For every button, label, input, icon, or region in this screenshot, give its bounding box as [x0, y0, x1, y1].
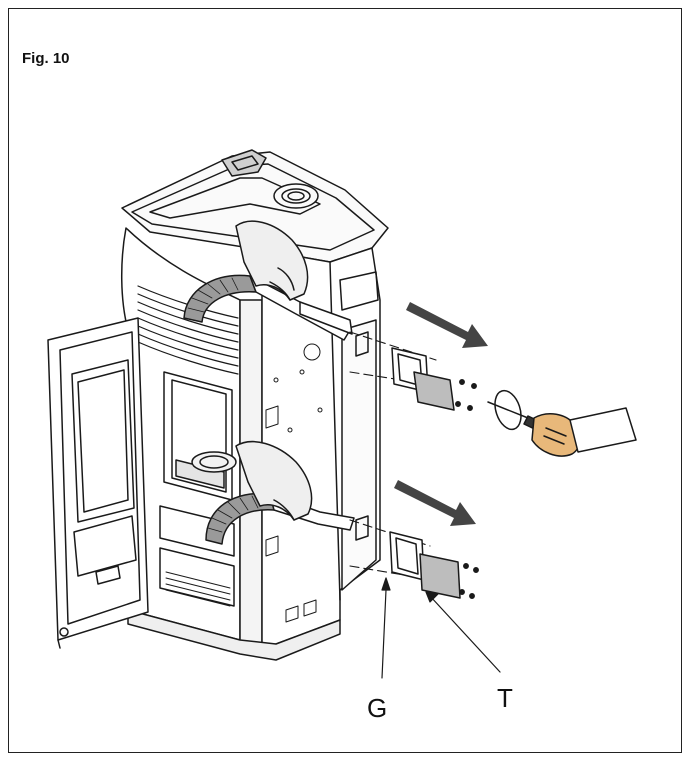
lower-grille	[165, 571, 231, 607]
leader-g	[381, 577, 391, 679]
gasket-lower	[389, 531, 425, 581]
inspection-cover-upper	[413, 371, 455, 411]
screws-lower	[459, 563, 479, 599]
callout-label-g: G	[367, 693, 388, 723]
arrow-lower-icon	[394, 480, 476, 526]
figure-frame	[8, 8, 682, 753]
figure-title: Fig. 10	[22, 50, 70, 67]
leader-t	[425, 591, 501, 673]
hand-lower	[235, 440, 313, 521]
arrow-upper-icon	[406, 302, 488, 348]
hand-screwdriver-icon	[531, 407, 637, 457]
open-door	[47, 317, 149, 649]
inspection-cover-lower	[419, 553, 461, 599]
callout-label-t: T	[497, 683, 513, 713]
vacuum-hose-upper	[183, 274, 353, 341]
screws-upper	[455, 379, 477, 411]
hand-upper	[235, 220, 309, 301]
